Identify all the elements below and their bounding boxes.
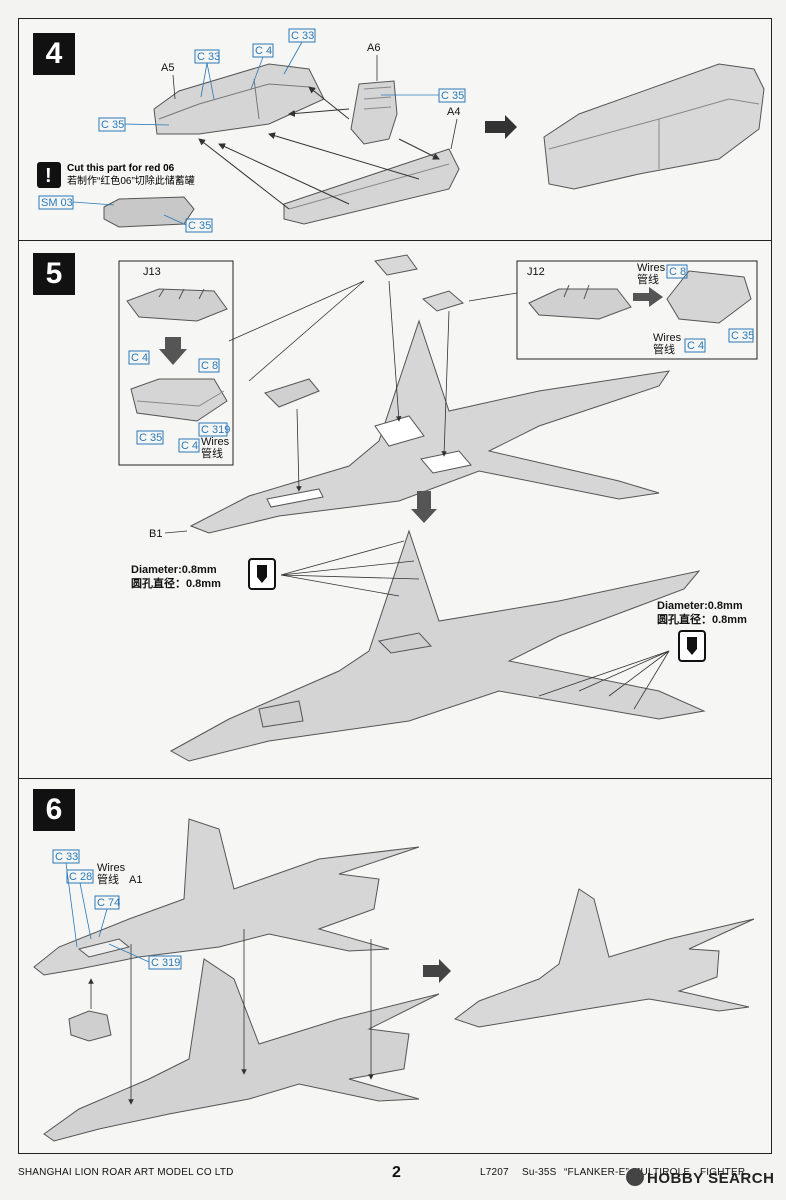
- wires-cn: 管线: [97, 872, 119, 886]
- callout-c8-b: C 8: [669, 266, 686, 278]
- step-number: 4: [33, 33, 75, 75]
- inset-j12: [516, 260, 758, 360]
- warning-line-2: 若制作“红色06”切除此储蓄罐: [67, 174, 195, 187]
- callout-c4-c: C 4: [687, 340, 704, 352]
- label-j13: J13: [143, 266, 161, 278]
- result-aircraft-6: [453, 888, 755, 1028]
- callout-sm03: SM 03: [41, 197, 73, 209]
- result-arrow: [423, 959, 451, 983]
- warning-line-1: Cut this part for red 06: [67, 163, 175, 174]
- step-6-panel: 6: [18, 778, 772, 1154]
- step-5-panel: 5: [18, 240, 772, 780]
- hobby-search-watermark: HOBBY SEARCH: [626, 1168, 782, 1190]
- callout-c35-a: C 35: [139, 432, 162, 444]
- footer-type1: MULTIROLE: [632, 1167, 691, 1178]
- callout-c319: C 319: [151, 957, 180, 969]
- result-arrow-down: [411, 491, 437, 523]
- callout-c35-c: C 35: [188, 220, 211, 232]
- callout-c35-a: C 35: [101, 119, 124, 131]
- callout-c4-a: C 4: [131, 352, 148, 364]
- label-a1: A1: [129, 874, 142, 886]
- diameter-cn-2: 圆孔直径：0.8mm: [657, 612, 747, 626]
- part-j12-assembled: [666, 270, 752, 324]
- part-a6: [350, 80, 398, 145]
- callout-c8-a: C 8: [201, 360, 218, 372]
- aircraft-lower-half: [43, 958, 440, 1142]
- part-block: [264, 378, 320, 408]
- diameter-en-1: Diameter:0.8mm: [131, 564, 217, 576]
- down-arrow: [159, 337, 187, 365]
- step-number: 5: [33, 253, 75, 295]
- callout-c33-b: C 33: [291, 30, 314, 42]
- step-4-diagram: C 33 C 4 C 33 C 35 C 35 SM 03 C 35 A5 A6…: [37, 28, 765, 233]
- warning-note: ! Cut this part for red 06 若制作“红色06”切除此储…: [37, 162, 195, 188]
- result-assembly-4: [543, 63, 765, 190]
- part-j13-assembled: [130, 378, 228, 422]
- result-arrow: [485, 115, 517, 139]
- wires-cn-3: 管线: [653, 342, 675, 356]
- footer-code: L7207: [480, 1167, 509, 1178]
- drill-icon-1: [248, 558, 276, 590]
- label-a6: A6: [367, 42, 380, 54]
- label-a4: A4: [447, 106, 460, 118]
- label-a5: A5: [161, 62, 174, 74]
- part-sm03: [103, 196, 195, 228]
- callout-c28: C 28: [69, 871, 92, 883]
- part-j13: [126, 288, 228, 322]
- wires-cn-2: 管线: [637, 272, 659, 286]
- part-panel-top: [374, 254, 418, 276]
- callout-c35-b: C 35: [441, 90, 464, 102]
- wires-en-2: Wires: [637, 262, 666, 274]
- step-number: 6: [33, 789, 75, 831]
- aircraft-upper-half: [33, 818, 420, 976]
- svg-text:!: !: [45, 165, 52, 187]
- part-a4: [283, 148, 460, 225]
- step-4-panel: 4: [18, 18, 772, 242]
- callout-c33-a: C 33: [197, 51, 220, 63]
- diameter-en-2: Diameter:0.8mm: [657, 600, 743, 612]
- footer-name: “FLANKER-E”: [564, 1167, 629, 1178]
- label-b1: B1: [149, 528, 162, 540]
- part-j12: [528, 284, 632, 320]
- diameter-cn-1: 圆孔直径：0.8mm: [131, 576, 221, 590]
- wires-en: Wires: [97, 862, 126, 874]
- right-arrow: [633, 287, 663, 307]
- part-a5: [153, 63, 325, 135]
- page-number: 2: [392, 1164, 402, 1181]
- part-panel-right: [421, 290, 465, 312]
- aircraft-top-view-2: [169, 529, 706, 762]
- label-j12: J12: [527, 266, 545, 278]
- step-5-diagram: C 4 C 8 C 319 C 35 C 4 C 8 C 35 C 4 J13 …: [118, 254, 758, 762]
- drill-icon-2: [678, 630, 706, 662]
- inset-j13: [118, 260, 234, 466]
- callout-c4-b: C 4: [181, 440, 198, 452]
- wires-en-1: Wires: [201, 436, 230, 448]
- footer-model: Su-35S: [522, 1167, 557, 1178]
- step-6-diagram: C 33 C 28 C 74 C 319 Wires 管线 A1: [33, 818, 755, 1142]
- callout-c33: C 33: [55, 851, 78, 863]
- wires-cn-1: 管线: [201, 446, 223, 460]
- callout-c4: C 4: [255, 45, 272, 57]
- aircraft-top-view-1: [189, 319, 671, 534]
- callout-c319: C 319: [201, 424, 230, 436]
- callout-c35-b: C 35: [731, 330, 754, 342]
- page-footer: SHANGHAI LION ROAR ART MODEL CO LTD 2 L7…: [18, 1164, 770, 1184]
- part-seat: [68, 1010, 112, 1042]
- wires-en-3: Wires: [653, 332, 682, 344]
- callout-c74: C 74: [97, 897, 120, 909]
- hobby-search-logo-icon: [626, 1168, 644, 1186]
- footer-company: SHANGHAI LION ROAR ART MODEL CO LTD: [18, 1167, 234, 1178]
- footer-type2: FIGHTER: [700, 1167, 746, 1178]
